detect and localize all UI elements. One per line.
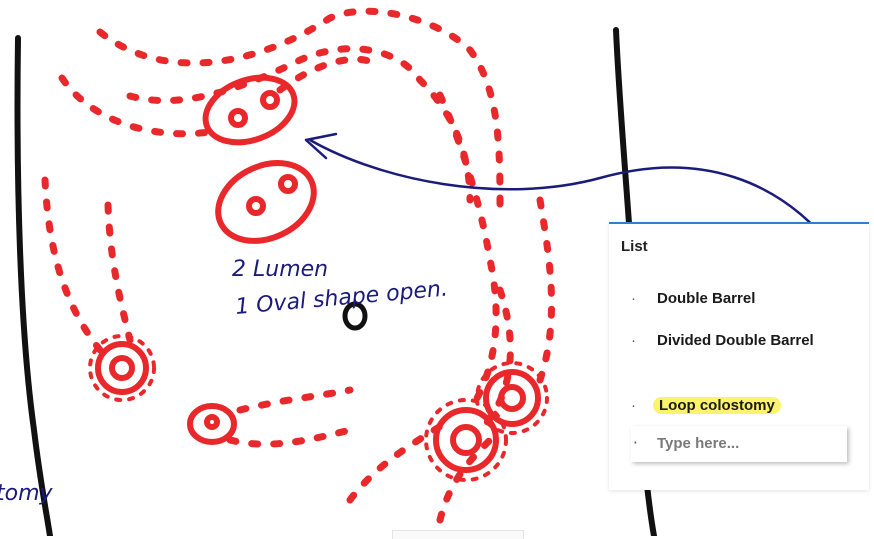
list-item-divided-double-barrel[interactable]: · Divided Double Barrel: [631, 330, 853, 351]
note-partial-word: tomy: [0, 481, 54, 506]
list-item-label: Divided Double Barrel: [657, 332, 814, 349]
list-item-double-barrel[interactable]: · Double Barrel: [631, 288, 853, 309]
bullet-icon: ·: [631, 332, 636, 349]
stoma-double-barrel: [202, 74, 298, 146]
list-item-label: Double Barrel: [657, 290, 756, 307]
new-item-input-box[interactable]: ·: [631, 426, 847, 462]
bullet-icon: ·: [631, 397, 636, 414]
bullet-icon: ·: [631, 290, 636, 307]
list-title: List: [621, 238, 648, 255]
stoma-single-left: [88, 334, 156, 402]
arrow-head-icon: [304, 132, 338, 160]
note-two-lumen: 2 Lumen: [232, 257, 328, 282]
body-outline-left: [14, 35, 53, 536]
list-panel: List · Double Barrel · Divided Double Ba…: [609, 222, 869, 490]
bullet-icon: ·: [633, 434, 638, 452]
stoma-single-bottom: [187, 403, 237, 445]
note-oval-shape: 1 Oval shape open.: [234, 276, 449, 319]
oval-shape-mark: [342, 301, 368, 331]
list-item-loop-colostomy[interactable]: · Loop colostomy: [631, 395, 853, 416]
bottom-tab[interactable]: [392, 530, 524, 539]
stoma-loop-colostomy-lower: [424, 398, 508, 482]
stoma-loop-colostomy-upper: [475, 361, 549, 435]
list-item-label-highlighted: Loop colostomy: [653, 397, 781, 414]
new-item-input[interactable]: [655, 434, 839, 453]
stoma-divided-double-barrel: [215, 160, 317, 244]
